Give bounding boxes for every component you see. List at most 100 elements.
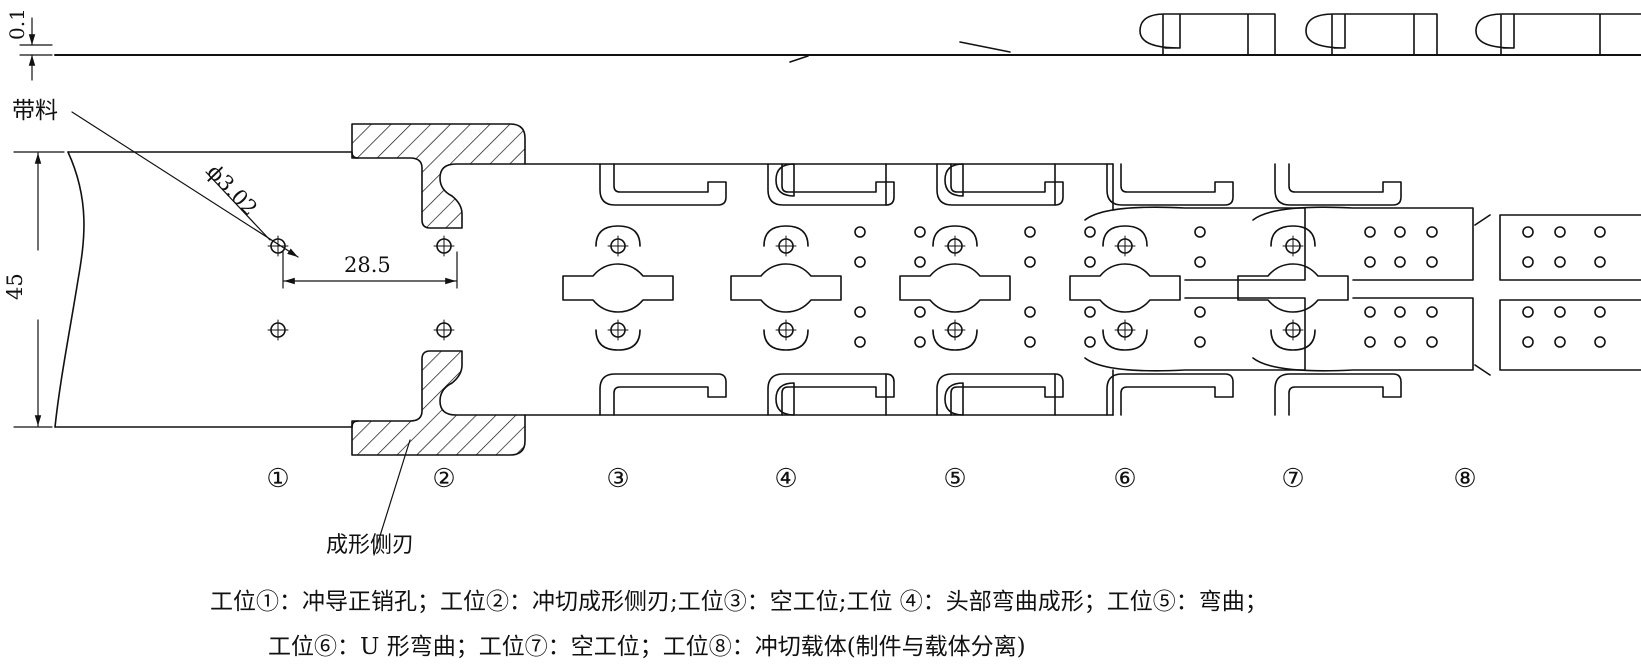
round-hole-6 <box>1024 256 1036 268</box>
bent-part-1 <box>1139 13 1276 56</box>
thickness-label: 0.1 <box>5 8 29 40</box>
pilot-hole-10-centerline <box>944 319 966 341</box>
pilot-hole-6-centerline <box>607 319 629 341</box>
round-hole-19 <box>914 306 926 318</box>
leader-lines <box>71 111 411 556</box>
round-hole-24 <box>1084 336 1096 348</box>
round-hole-27 <box>1394 306 1406 318</box>
round-hole-1 <box>854 226 866 238</box>
pilot-hole-11-centerline <box>1114 235 1136 257</box>
strip-outline <box>54 151 1114 428</box>
side-elevation-view <box>54 13 1641 63</box>
round-hole-7 <box>1024 306 1036 318</box>
station-4-upper-slot <box>767 163 895 206</box>
thickness-dimension <box>19 17 53 81</box>
round-hole-34 <box>1522 256 1534 268</box>
pitch-dimension <box>282 251 458 289</box>
station-5-upper-slot <box>936 163 1064 206</box>
station-number-5: ⑤ <box>943 464 966 494</box>
round-hole-3 <box>854 306 866 318</box>
station-4-lower-boss <box>763 329 809 351</box>
round-hole-21 <box>1084 226 1096 238</box>
round-hole-43 <box>1594 306 1606 318</box>
pilot-hole-2-centerline <box>267 319 289 341</box>
round-hole-9 <box>1194 226 1206 238</box>
pilot-hole-5-centerline <box>607 235 629 257</box>
caption-line-1: 工位①：冲导正销孔；工位②：冲切成形侧刃;工位③：空工位;工位 ④：头部弯曲成形… <box>210 589 1268 615</box>
pilot-hole-8-centerline <box>775 319 797 341</box>
bent-part-3 <box>1475 13 1641 56</box>
round-hole-40 <box>1554 336 1566 348</box>
round-hole-15 <box>1364 306 1376 318</box>
round-hole-36 <box>1522 336 1534 348</box>
pilot-hole-14-centerline <box>1282 319 1304 341</box>
round-hole-23 <box>1084 306 1096 318</box>
station-3-upper-boss <box>595 225 641 247</box>
round-hole-20 <box>914 336 926 348</box>
round-hole-16 <box>1364 336 1376 348</box>
station-7-u-upper <box>1252 206 1474 281</box>
side-blade-bottom <box>351 350 526 456</box>
round-hole-4 <box>854 336 866 348</box>
round-hole-41 <box>1594 226 1606 238</box>
round-hole-39 <box>1554 306 1566 318</box>
width-label: 45 <box>3 273 27 300</box>
station-3-upper-slot <box>599 163 727 206</box>
pilot-hole-12-centerline <box>1114 319 1136 341</box>
station-5-web <box>899 263 1011 313</box>
station-5-upper-bend <box>944 163 964 197</box>
bent-part-2 <box>1305 13 1438 56</box>
station-5-lower-slot <box>936 373 1064 416</box>
station-number-1: ① <box>266 464 289 494</box>
round-hole-29 <box>1426 226 1438 238</box>
station-4-upper-boss <box>763 225 809 247</box>
station-5-lower-boss <box>932 329 978 351</box>
station-7-lower-slot <box>1274 373 1402 416</box>
station-6-web <box>1069 263 1181 313</box>
pilot-hole-3-centerline <box>433 235 455 257</box>
station-number-3: ③ <box>606 464 629 494</box>
station-number-8: ⑧ <box>1453 464 1476 494</box>
strip-label: 带料 <box>12 98 58 124</box>
station-6-u-upper <box>1084 206 1306 281</box>
station-7-lower-boss <box>1270 329 1316 351</box>
station-4-lower-bend <box>775 382 795 416</box>
pitch-label: 28.5 <box>344 253 391 277</box>
station-number-2: ② <box>432 464 455 494</box>
round-hole-32 <box>1426 336 1438 348</box>
round-hole-26 <box>1394 256 1406 268</box>
round-hole-38 <box>1554 256 1566 268</box>
station-7-upper-slot <box>1274 163 1402 206</box>
round-hole-44 <box>1594 336 1606 348</box>
width-dimension <box>13 151 65 428</box>
station-6-u-lower <box>1084 297 1306 372</box>
station-4-web <box>730 263 842 313</box>
round-hole-5 <box>1024 226 1036 238</box>
station-6-lower-boss <box>1102 329 1148 351</box>
station-3-lower-boss <box>595 329 641 351</box>
station-7-u-lower <box>1252 297 1474 372</box>
station-number-6: ⑥ <box>1113 464 1136 494</box>
hole-diameter-label: ϕ3.02 <box>202 160 262 221</box>
round-hole-17 <box>914 226 926 238</box>
round-hole-8 <box>1024 336 1036 348</box>
station-8-parts <box>1474 214 1641 376</box>
pilot-hole-13-centerline <box>1282 235 1304 257</box>
station-number-4: ④ <box>774 464 797 494</box>
round-hole-22 <box>1084 256 1096 268</box>
station-cutouts <box>562 163 1474 416</box>
station-7-web <box>1237 263 1349 313</box>
station-3-lower-slot <box>599 373 727 416</box>
round-hole-28 <box>1394 336 1406 348</box>
pilot-hole-1-centerline <box>267 235 289 257</box>
pilot-hole-4-centerline <box>433 319 455 341</box>
pilot-holes <box>267 226 1606 348</box>
station-4-lower-slot <box>767 373 895 416</box>
station-7-upper-boss <box>1270 225 1316 247</box>
station-3-web <box>562 263 674 313</box>
station-5-lower-bend <box>944 382 964 416</box>
station-number-7: ⑦ <box>1281 464 1304 494</box>
round-hole-42 <box>1594 256 1606 268</box>
round-hole-2 <box>854 256 866 268</box>
